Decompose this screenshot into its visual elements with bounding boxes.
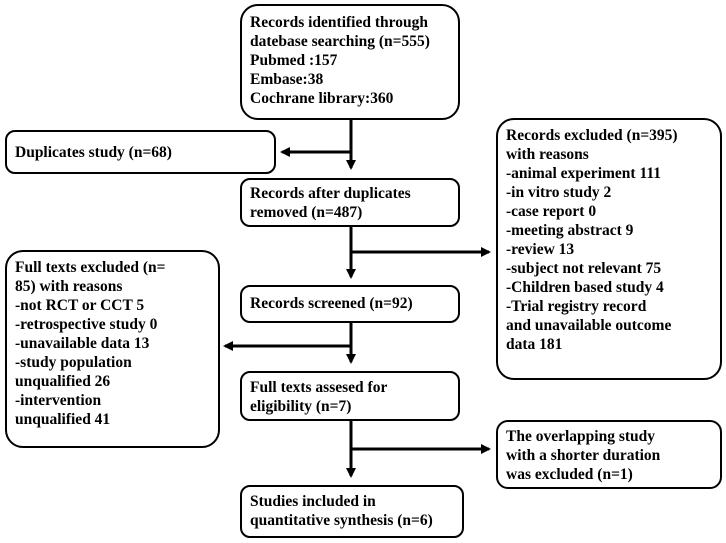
records-excluded-line: and unavailable outcome <box>506 317 672 334</box>
records-excluded-box: Records excluded (n=395) with reasons -a… <box>496 118 722 380</box>
duplicates-line: Duplicates study (n=68) <box>15 144 172 161</box>
records-excluded-line: -Trial registry record <box>506 298 647 315</box>
fulltext-assessed-box: Full texts assesed for eligibility (n=7) <box>240 371 460 421</box>
records-excluded-line: -meeting abstract 9 <box>506 222 634 239</box>
records-excluded-line: -case report 0 <box>506 203 597 220</box>
fulltext-excluded-box: Full texts excluded (n= 85) with reasons… <box>5 250 220 448</box>
records-identified-line: Records identified through <box>250 14 428 31</box>
studies-included-line: Studies included in <box>250 493 376 510</box>
fulltext-excluded-line: -unavailable data 13 <box>15 335 150 352</box>
fulltext-excluded-line: -not RCT or CCT 5 <box>15 297 145 314</box>
fulltext-assessed-line: Full texts assesed for <box>250 379 388 396</box>
records-excluded-line: -animal experiment 111 <box>506 165 661 182</box>
records-identified-line: Embase:38 <box>250 71 324 88</box>
overlapping-excluded-line: was excluded (n=1) <box>506 466 633 483</box>
after-duplicates-line: removed (n=487) <box>250 204 363 221</box>
after-duplicates-line: Records after duplicates <box>250 185 411 202</box>
records-excluded-line: data 181 <box>506 336 563 353</box>
studies-included-box: Studies included in quantitative synthes… <box>240 485 464 538</box>
fulltext-excluded-line: -study population <box>15 354 132 371</box>
overlapping-excluded-line: with a shorter duration <box>506 447 661 464</box>
duplicates-box: Duplicates study (n=68) <box>5 130 276 174</box>
records-excluded-line: -subject not relevant 75 <box>506 260 662 277</box>
overlapping-excluded-box: The overlapping study with a shorter dur… <box>496 420 722 489</box>
fulltext-excluded-line: 85) with reasons <box>15 278 123 295</box>
records-identified-box: Records identified through datebase sear… <box>240 4 460 120</box>
fulltext-excluded-line: unqualified 41 <box>15 411 111 428</box>
after-duplicates-box: Records after duplicates removed (n=487) <box>240 178 460 227</box>
fulltext-excluded-line: unqualified 26 <box>15 373 111 390</box>
overlapping-excluded-line: The overlapping study <box>506 428 656 445</box>
records-excluded-line: -review 13 <box>506 241 575 258</box>
records-screened-line: Records screened (n=92) <box>250 295 413 312</box>
fulltext-excluded-line: Full texts excluded (n= <box>15 259 166 276</box>
records-excluded-line: -in vitro study 2 <box>506 184 612 201</box>
studies-included-line: quantitative synthesis (n=6) <box>250 512 433 529</box>
records-excluded-line: with reasons <box>506 146 589 163</box>
records-identified-line: Cochrane library:360 <box>250 90 394 107</box>
fulltext-excluded-line: -intervention <box>15 392 102 409</box>
fulltext-assessed-line: eligibility (n=7) <box>250 398 352 415</box>
records-identified-line: Pubmed :157 <box>250 52 338 69</box>
records-excluded-line: Records excluded (n=395) <box>506 127 678 144</box>
records-screened-box: Records screened (n=92) <box>240 285 460 323</box>
records-excluded-line: -Children based study 4 <box>506 279 664 296</box>
records-identified-line: datebase searching (n=555) <box>250 33 430 50</box>
fulltext-excluded-line: -retrospective study 0 <box>15 316 158 333</box>
